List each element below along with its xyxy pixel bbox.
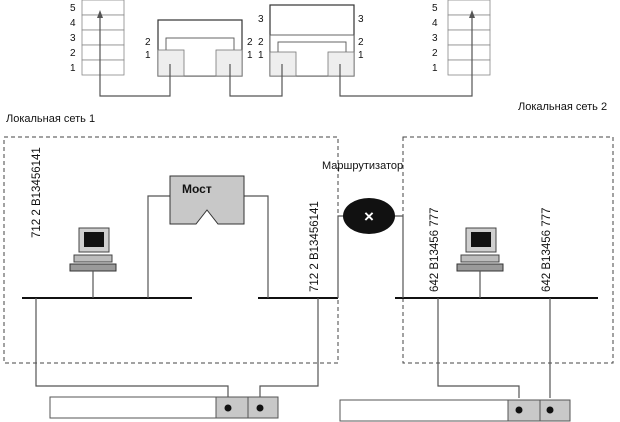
arrow-up-icon <box>469 10 475 18</box>
router: × Маршрутизатор <box>322 160 404 298</box>
bridge-level-1-right: 1 <box>247 50 253 61</box>
osi-level-5: 5 <box>432 3 438 14</box>
osi-bridge-stack: 2 1 2 1 <box>145 19 253 77</box>
router-level-3-left: 3 <box>258 14 264 25</box>
router-level-1-right: 1 <box>358 50 364 61</box>
router-level-3-right: 3 <box>358 14 364 25</box>
lan1-host-address: 712 2 B13456141 <box>31 147 43 238</box>
bridge-level-1-left: 1 <box>145 50 151 61</box>
lan2-router-port-address: 642 B13456 777 <box>429 208 441 292</box>
osi-level-3: 3 <box>70 33 76 44</box>
router-level-2-left: 2 <box>258 37 264 48</box>
osi-level-2: 2 <box>432 48 438 59</box>
computer-icon <box>69 227 117 298</box>
osi-level-2: 2 <box>70 48 76 59</box>
bridge: Мост <box>147 175 269 298</box>
osi-level-3: 3 <box>432 33 438 44</box>
router-label: Маршрутизатор <box>322 160 403 172</box>
bridge-label: Мост <box>182 182 212 196</box>
osi-router-stack: 3 2 1 3 2 1 <box>258 4 364 77</box>
osi-level-1: 1 <box>70 63 76 74</box>
computer-icon <box>456 227 504 298</box>
lan1-bridge-port-address: 712 2 B13456141 <box>309 201 321 292</box>
osi-level-5: 5 <box>70 3 76 14</box>
arrow-up-icon <box>97 10 103 18</box>
lan1-label: Локальная сеть 1 <box>6 113 95 125</box>
frame-lan2 <box>339 298 571 422</box>
osi-level-4: 4 <box>70 18 76 29</box>
router-level-1-left: 1 <box>258 50 264 61</box>
osi-level-1: 1 <box>432 63 438 74</box>
osi-layer-diagram: 5 4 3 2 1 5 4 3 2 1 2 1 2 1 <box>70 0 491 97</box>
osi-level-4: 4 <box>432 18 438 29</box>
lan2-host-address: 642 B13456 777 <box>541 208 553 292</box>
bridge-level-2-left: 2 <box>145 37 151 48</box>
lan1-boundary <box>3 136 339 364</box>
lan2-label: Локальная сеть 2 <box>518 101 607 113</box>
router-icon <box>343 198 395 234</box>
frame-lan1 <box>35 298 319 419</box>
bridge-level-2-right: 2 <box>247 37 253 48</box>
osi-stack-left: 5 4 3 2 1 <box>70 0 125 76</box>
router-level-2-right: 2 <box>358 37 364 48</box>
router-symbol: × <box>364 207 374 226</box>
osi-data-path <box>99 16 473 97</box>
osi-stack-right: 5 4 3 2 1 <box>432 0 491 76</box>
